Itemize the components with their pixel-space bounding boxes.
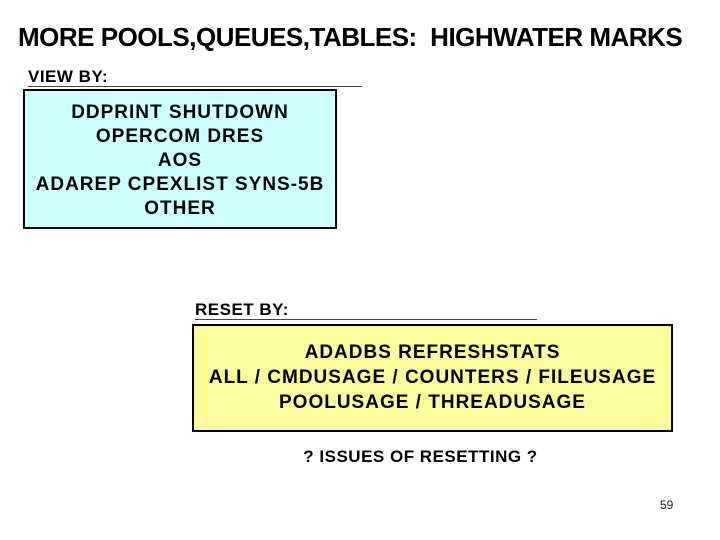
reset-by-item: POOLUSAGE / THREADUSAGE: [279, 392, 586, 413]
slide-title: MORE POOLS,QUEUES,TABLES: HIGHWATER MARK…: [18, 22, 683, 52]
reset-by-underline: [195, 319, 537, 320]
issues-question-text: ? ISSUES OF RESETTING ?: [303, 447, 538, 466]
slide-page-number: 59: [660, 498, 674, 512]
view-by-item: OPERCOM DRES: [95, 126, 265, 147]
view-by-box: DDPRINT SHUTDOWN OPERCOM DRES AOS ADAREP…: [23, 89, 337, 229]
view-by-item: ADAREP CPEXLIST SYNS-5B: [35, 174, 325, 195]
reset-by-label: RESET BY:: [195, 300, 289, 319]
view-by-item: OTHER: [144, 198, 216, 219]
view-by-underline: [28, 86, 362, 87]
view-by-item: DDPRINT SHUTDOWN: [71, 102, 289, 123]
reset-by-item: ADADBS REFRESHSTATS: [304, 342, 561, 363]
reset-by-box: ADADBS REFRESHSTATS ALL / CMDUSAGE / COU…: [192, 324, 673, 432]
view-by-label: VIEW BY:: [28, 67, 109, 86]
view-by-item: AOS: [157, 150, 203, 171]
reset-by-item: ALL / CMDUSAGE / COUNTERS / FILEUSAGE: [208, 367, 657, 388]
